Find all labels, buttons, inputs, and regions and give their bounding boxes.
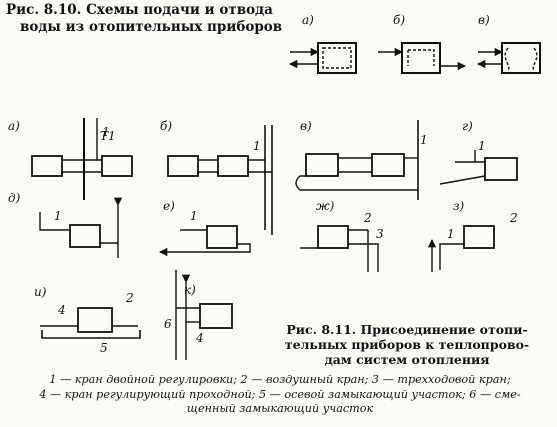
fig811-f: е) 1 xyxy=(158,199,251,257)
fig811-a-T1: T1 xyxy=(100,129,116,143)
fig810-label-c: в) xyxy=(478,13,490,27)
fig811-b: б) 1 xyxy=(160,119,273,235)
fig811-k-num-4: 4 xyxy=(195,331,204,345)
fig811-a: а) T1 1 xyxy=(8,118,133,200)
fig811-i-num-2: 2 xyxy=(125,291,134,305)
fig811-g: ж) 2 3 xyxy=(300,199,384,272)
fig811-g-num-3: 3 xyxy=(376,227,384,241)
fig811-k-num-6: 6 xyxy=(164,317,172,331)
figure-8-11-caption: Рис. 8.11. Присоединение отопи- тельных … xyxy=(262,322,552,367)
fig811-label-f: е) xyxy=(163,199,175,213)
fig810-label-b: б) xyxy=(393,13,405,27)
fig810-a: а) xyxy=(288,13,357,74)
figure-8-10-title: Рис. 8.10. Схемы подачи и отвода воды из… xyxy=(6,2,282,36)
figure-8-10-title-line2: воды из отопительных приборов xyxy=(20,19,283,35)
figure-legend: 1 — кран двойной регулировки; 2 — воздуш… xyxy=(4,373,556,417)
fig811-i-num-4: 4 xyxy=(57,303,66,317)
fig811-k: к) 6 4 xyxy=(164,270,233,360)
fig811-h-num-2: 2 xyxy=(509,211,518,225)
fig811-h: з) 1 2 xyxy=(427,199,518,272)
fig810-b: б) xyxy=(378,13,467,74)
fig811-e: д) 1 xyxy=(8,191,123,258)
fig811-label-g: ж) xyxy=(316,199,335,213)
figure-8-11-caption-line1: Рис. 8.11. Присоединение отопи- xyxy=(286,322,528,337)
legend-line1: 1 — кран двойной регулировки; 2 — воздуш… xyxy=(49,373,511,386)
fig811-g-num-2: 2 xyxy=(363,211,372,225)
fig811-label-c: в) xyxy=(300,119,312,133)
figure-8-11-caption-line2: тельных приборов к теплопрово- xyxy=(284,337,530,352)
figure-8-10-title-line1: Рис. 8.10. Схемы подачи и отвода xyxy=(6,2,273,18)
fig811-label-h: з) xyxy=(453,199,465,213)
fig811-label-k: к) xyxy=(184,283,196,297)
fig811-c: в) 1 xyxy=(295,119,428,200)
legend-line3: щенный замыкающий участок xyxy=(186,402,374,415)
fig811-a-num-1: 1 xyxy=(102,125,110,139)
fig811-i-num-5: 5 xyxy=(100,341,108,355)
fig810-label-a: а) xyxy=(302,13,314,27)
fig811-label-i: и) xyxy=(34,285,47,299)
fig811-d-num-1: 1 xyxy=(478,139,486,153)
fig811-d: г) 1 xyxy=(439,119,518,185)
fig811-label-d: г) xyxy=(462,119,473,133)
fig811-f-num-1: 1 xyxy=(190,209,198,223)
fig811-label-b: б) xyxy=(160,119,172,133)
fig811-i: и) 4 2 5 xyxy=(34,285,141,355)
fig811-label-a: а) xyxy=(8,119,20,133)
fig810-c: в) xyxy=(476,13,541,74)
fig811-h-num-1: 1 xyxy=(447,227,455,241)
fig811-b-num-1: 1 xyxy=(253,139,261,153)
legend-line2: 4 — кран регулирующий проходной; 5 — осе… xyxy=(39,387,521,401)
fig811-e-num-1: 1 xyxy=(54,209,62,223)
figure-8-11-caption-line3: дам систем отопления xyxy=(324,352,490,367)
fig811-label-e: д) xyxy=(8,191,21,205)
fig811-c-num-1: 1 xyxy=(420,133,428,147)
